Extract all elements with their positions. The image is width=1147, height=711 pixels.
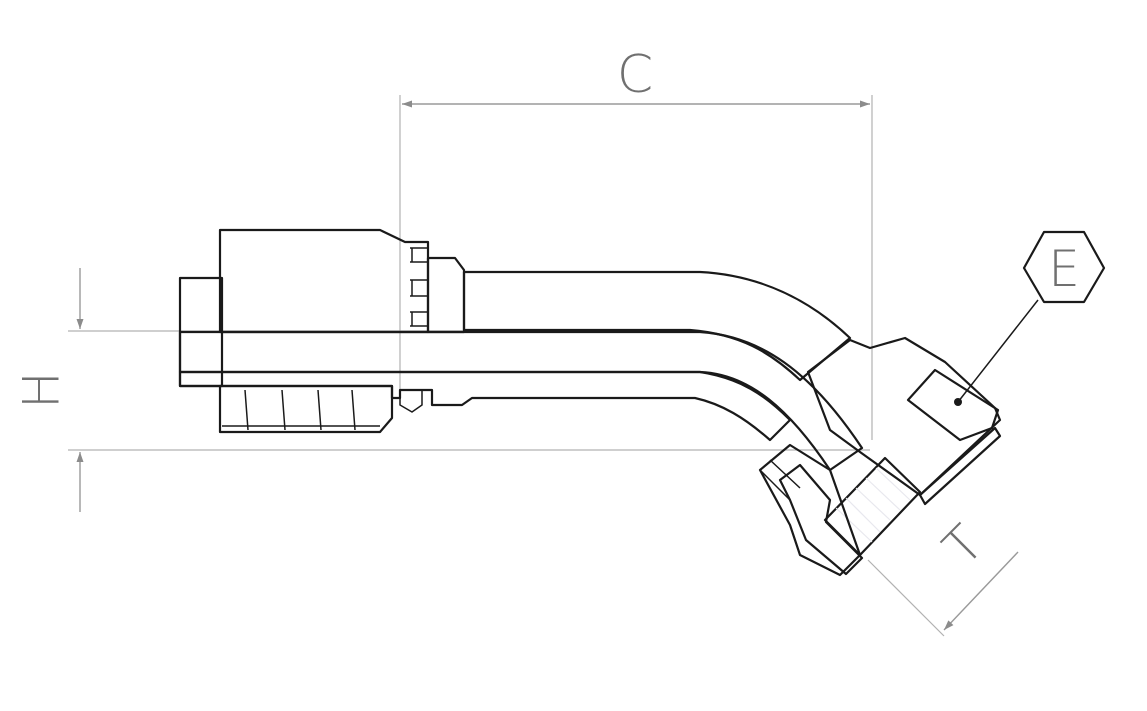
dimension-t-extension (867, 559, 945, 637)
hex-flat (906, 368, 1000, 442)
hex-e-label: E (1048, 240, 1080, 298)
seat-step-line (759, 459, 801, 501)
nipple-section (178, 370, 792, 442)
hex-e-badge (1022, 230, 1106, 304)
hose-tail (178, 228, 792, 442)
collar-step (426, 256, 466, 334)
dimension-c: C (399, 45, 873, 440)
hex-nut (806, 336, 1002, 497)
dimension-h: H (13, 268, 870, 512)
thread-lines (835, 467, 911, 543)
tube-inner-bore (178, 330, 864, 472)
tube-upper (462, 270, 852, 382)
dimension-h-label: H (13, 371, 71, 409)
hex-e-leader (957, 299, 1039, 403)
swivel-nut-assembly (758, 336, 1002, 577)
ferrule-ribs (410, 247, 428, 327)
thread-section (823, 456, 922, 557)
o-ring-groove (399, 390, 423, 413)
dimension-t-line (943, 551, 1019, 631)
ferrule-lower-grooves (222, 389, 380, 431)
bent-tube (178, 270, 864, 472)
ferrule-upper (218, 228, 430, 334)
hex-e-callout: E (957, 230, 1106, 403)
dimension-t: T (867, 514, 1019, 637)
dimension-t-label: T (932, 514, 995, 577)
seat-hatch (778, 463, 864, 576)
seat-nose (758, 443, 862, 577)
dimension-c-label: C (617, 45, 653, 105)
nut-collar (918, 426, 1002, 506)
